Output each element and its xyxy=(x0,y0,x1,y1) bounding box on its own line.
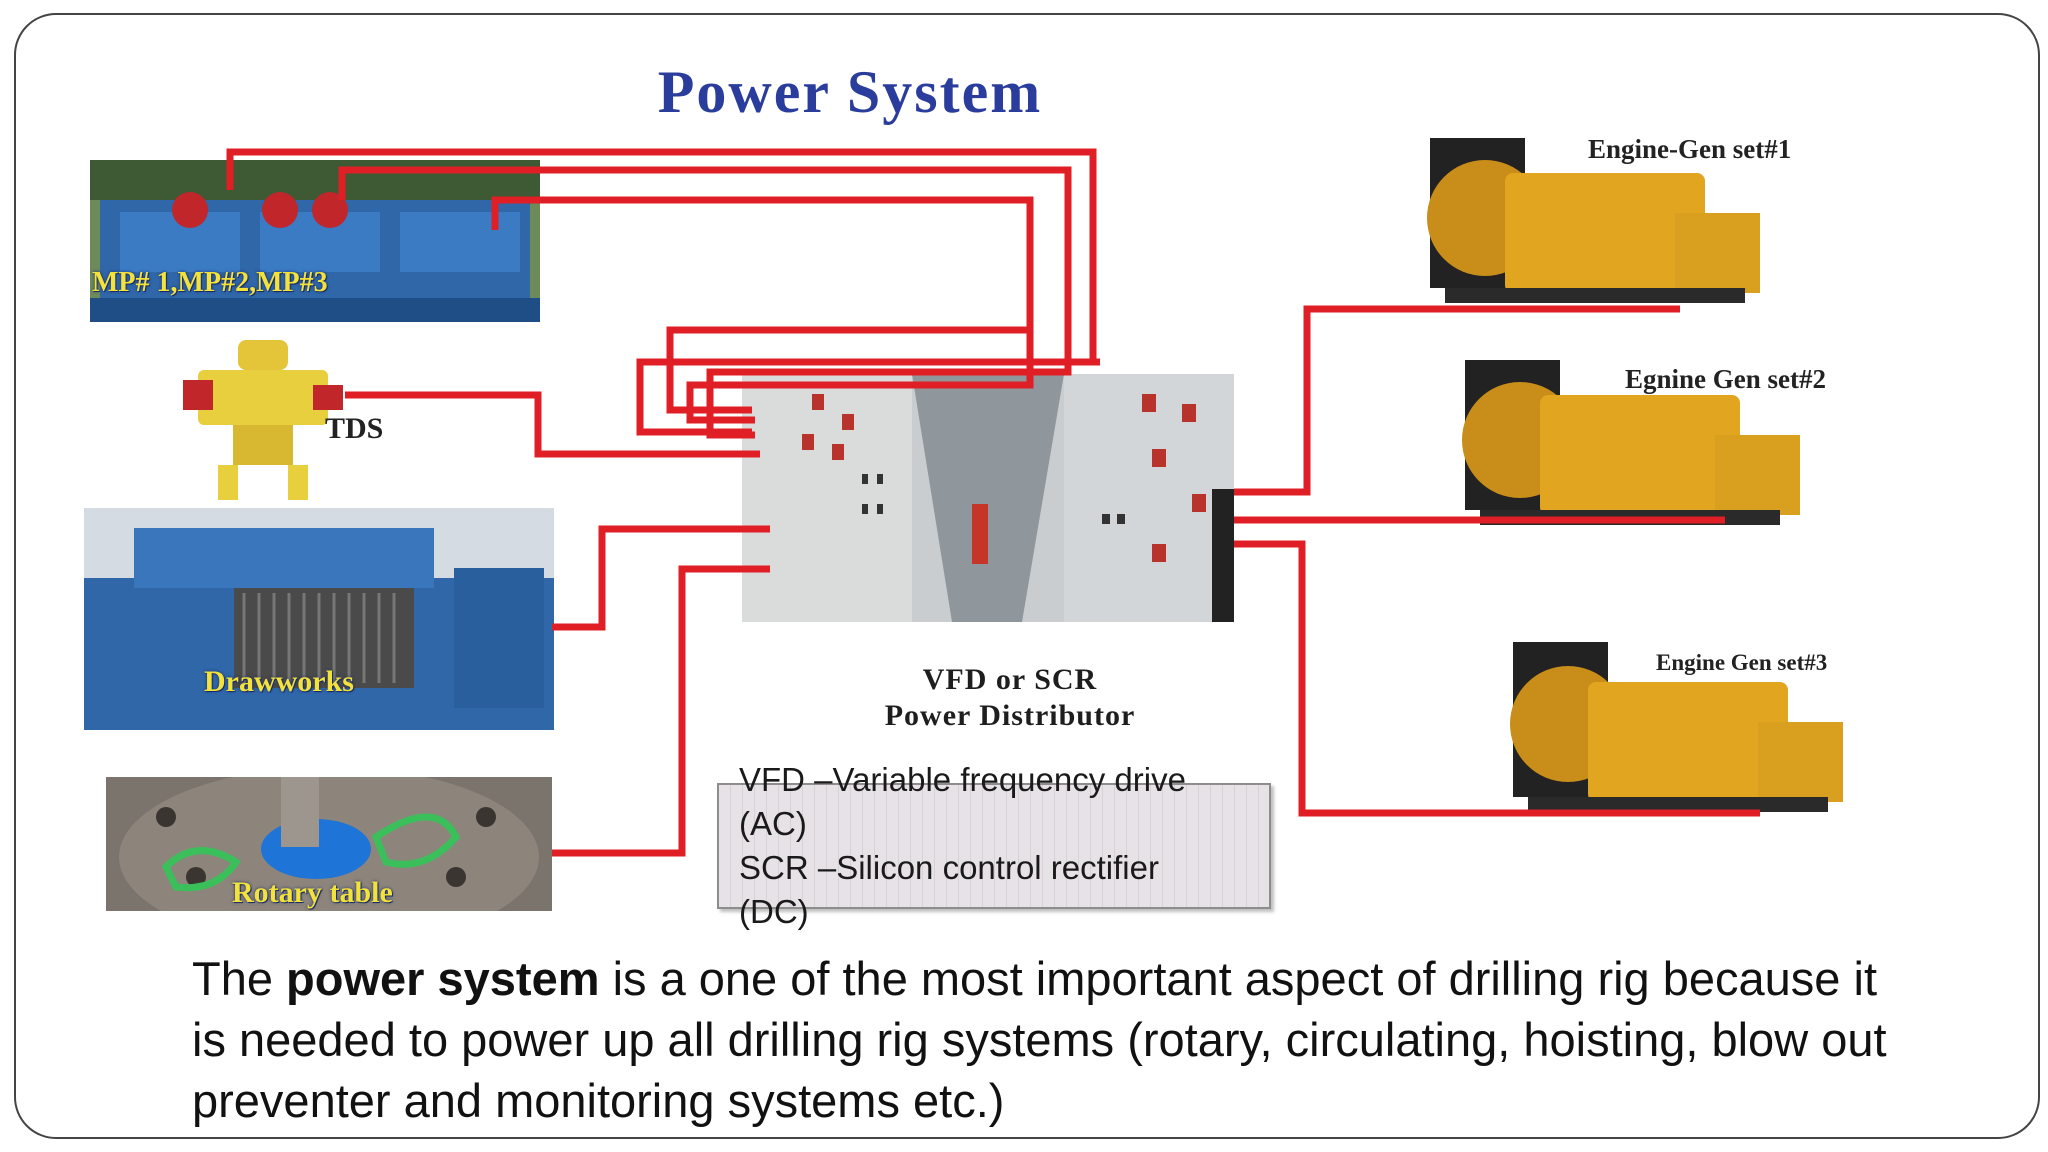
tds-label: TDS xyxy=(325,412,384,445)
generator-1-label: Engine-Gen set#1 xyxy=(1588,134,1792,164)
legend-text: VFD –Variable frequency drive (AC) SCR –… xyxy=(739,758,1299,934)
drawworks-image xyxy=(84,508,554,730)
distributor-caption: VFD or SCR Power Distributor xyxy=(760,662,1260,734)
generator-3-image xyxy=(1508,632,1846,822)
distributor-caption-line1: VFD or SCR xyxy=(922,663,1098,696)
legend-box xyxy=(717,783,1271,909)
wire-generator-3 xyxy=(1234,540,1760,817)
legend-vfd-line1: VFD –Variable frequency drive xyxy=(739,761,1186,798)
power-distributor-image xyxy=(742,374,1234,622)
rotary-table-label: Rotary table xyxy=(232,876,393,909)
slide-title: Power System xyxy=(657,59,1043,125)
description-rest: is a one of the most important aspect of… xyxy=(192,952,1887,1127)
description-bold: power system xyxy=(286,952,600,1005)
legend-vfd-line2: (AC) xyxy=(739,805,807,842)
mud-pumps-label: MP# 1,MP#2,MP#3 xyxy=(92,267,328,298)
wire-mud-pump-bus-b xyxy=(666,326,1030,414)
wire-generator-1 xyxy=(1234,305,1680,496)
wire-rotary-table xyxy=(552,565,770,857)
wire-mud-pump-3 xyxy=(491,196,1034,424)
wire-mud-pump-1 xyxy=(226,148,1100,366)
rotary-table-image xyxy=(106,777,552,911)
drawworks-label: Drawworks xyxy=(204,665,354,698)
wire-drawworks xyxy=(552,525,770,631)
generator-1-image xyxy=(1425,128,1765,313)
description-lead: The xyxy=(192,952,287,1005)
wire-tds xyxy=(345,391,760,458)
generator-3-label: Engine Gen set#3 xyxy=(1656,650,1828,675)
description-paragraph: The power system is a one of the most im… xyxy=(192,948,1912,1131)
generator-2-image xyxy=(1460,350,1805,535)
legend-scr-line2: (DC) xyxy=(739,893,809,930)
tds-image xyxy=(178,340,348,508)
generator-2-label: Egnine Gen set#2 xyxy=(1625,364,1827,394)
distributor-caption-line2: Power Distributor xyxy=(884,699,1136,732)
legend-scr-line1: SCR –Silicon control rectifier xyxy=(739,849,1159,886)
wire-mud-pump-bus-a xyxy=(636,358,1093,436)
